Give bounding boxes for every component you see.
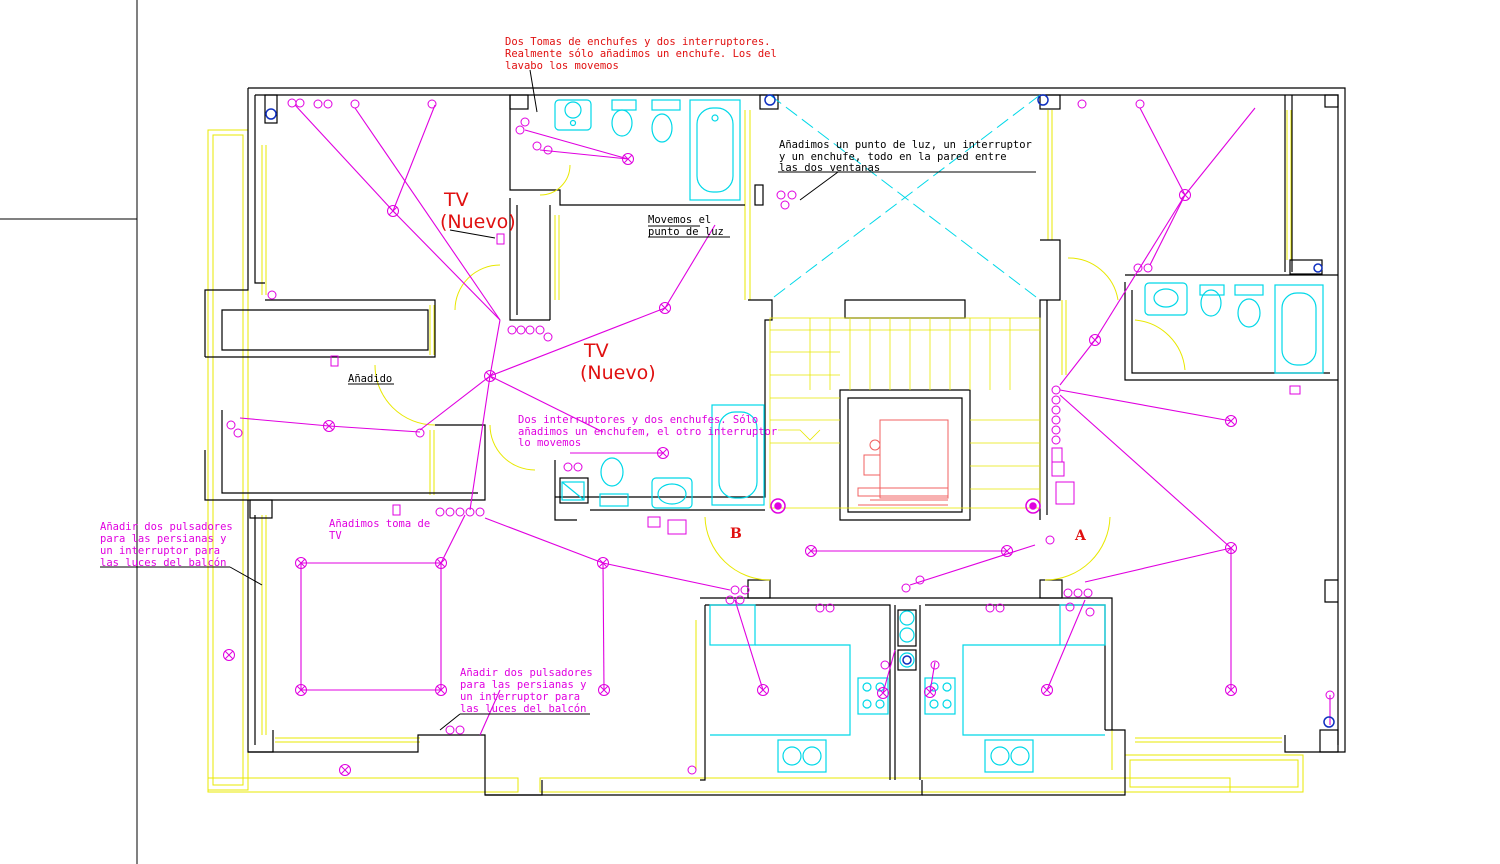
electrical-wiring [239,104,1331,736]
light-point [1089,334,1101,346]
doors [374,164,1186,581]
toma-tv-note: Añadimos toma de TV [329,518,436,542]
bottom-balcony-note: Añadir dos pulsadores para las persianas… [460,667,599,715]
light-point [339,764,351,776]
note-leaders [100,69,1036,731]
door-bell-markers [770,498,1041,514]
light-point [659,302,671,314]
staircase [769,317,1041,509]
light-point [757,684,769,696]
sheet-frame [0,0,138,864]
movemos-note: Movemos el punto de luz [648,214,724,238]
bathroom-fixtures [554,99,1324,773]
elevator-machinery [857,419,949,506]
light-well [769,94,1041,301]
light-point [1225,542,1237,554]
light-point [1041,684,1053,696]
light-point [295,557,307,569]
door-label-b: B [730,526,742,542]
annotations: Dos Tomas de enchufes y dos interruptore… [100,36,1087,715]
light-point [622,153,634,165]
light-point [1225,415,1237,427]
light-point [1225,684,1237,696]
light-point [1001,545,1013,557]
anadido-label: Añadido [348,373,392,385]
light-point [877,687,889,699]
light-point [597,557,609,569]
light-point [295,684,307,696]
walls [204,87,1346,796]
light-point [435,684,447,696]
left-balcony-note: Añadir dos pulsadores para las persianas… [100,521,239,569]
light-point [598,684,610,696]
light-point [657,447,669,459]
right-note: Añadimos un punto de luz, un interruptor… [779,139,1038,174]
light-point [435,557,447,569]
sockets-switches [226,98,1335,775]
light-points [223,153,1237,776]
light-point [924,686,936,698]
light-point [484,370,496,382]
light-point [1179,189,1191,201]
windows-balconies [207,110,1304,793]
light-point [223,649,235,661]
light-point [387,205,399,217]
light-point [323,420,335,432]
top-note: Dos Tomas de enchufes y dos interruptore… [505,36,783,72]
riser-markers [265,94,1335,728]
light-point [805,545,817,557]
door-label-a: A [1074,528,1087,544]
tv-new-label-2: TV (Nuevo) [580,340,656,384]
tv-new-label-1: TV (Nuevo) [440,189,516,233]
center-note: Dos interruptores y dos enchufes. Sólo a… [518,414,784,449]
